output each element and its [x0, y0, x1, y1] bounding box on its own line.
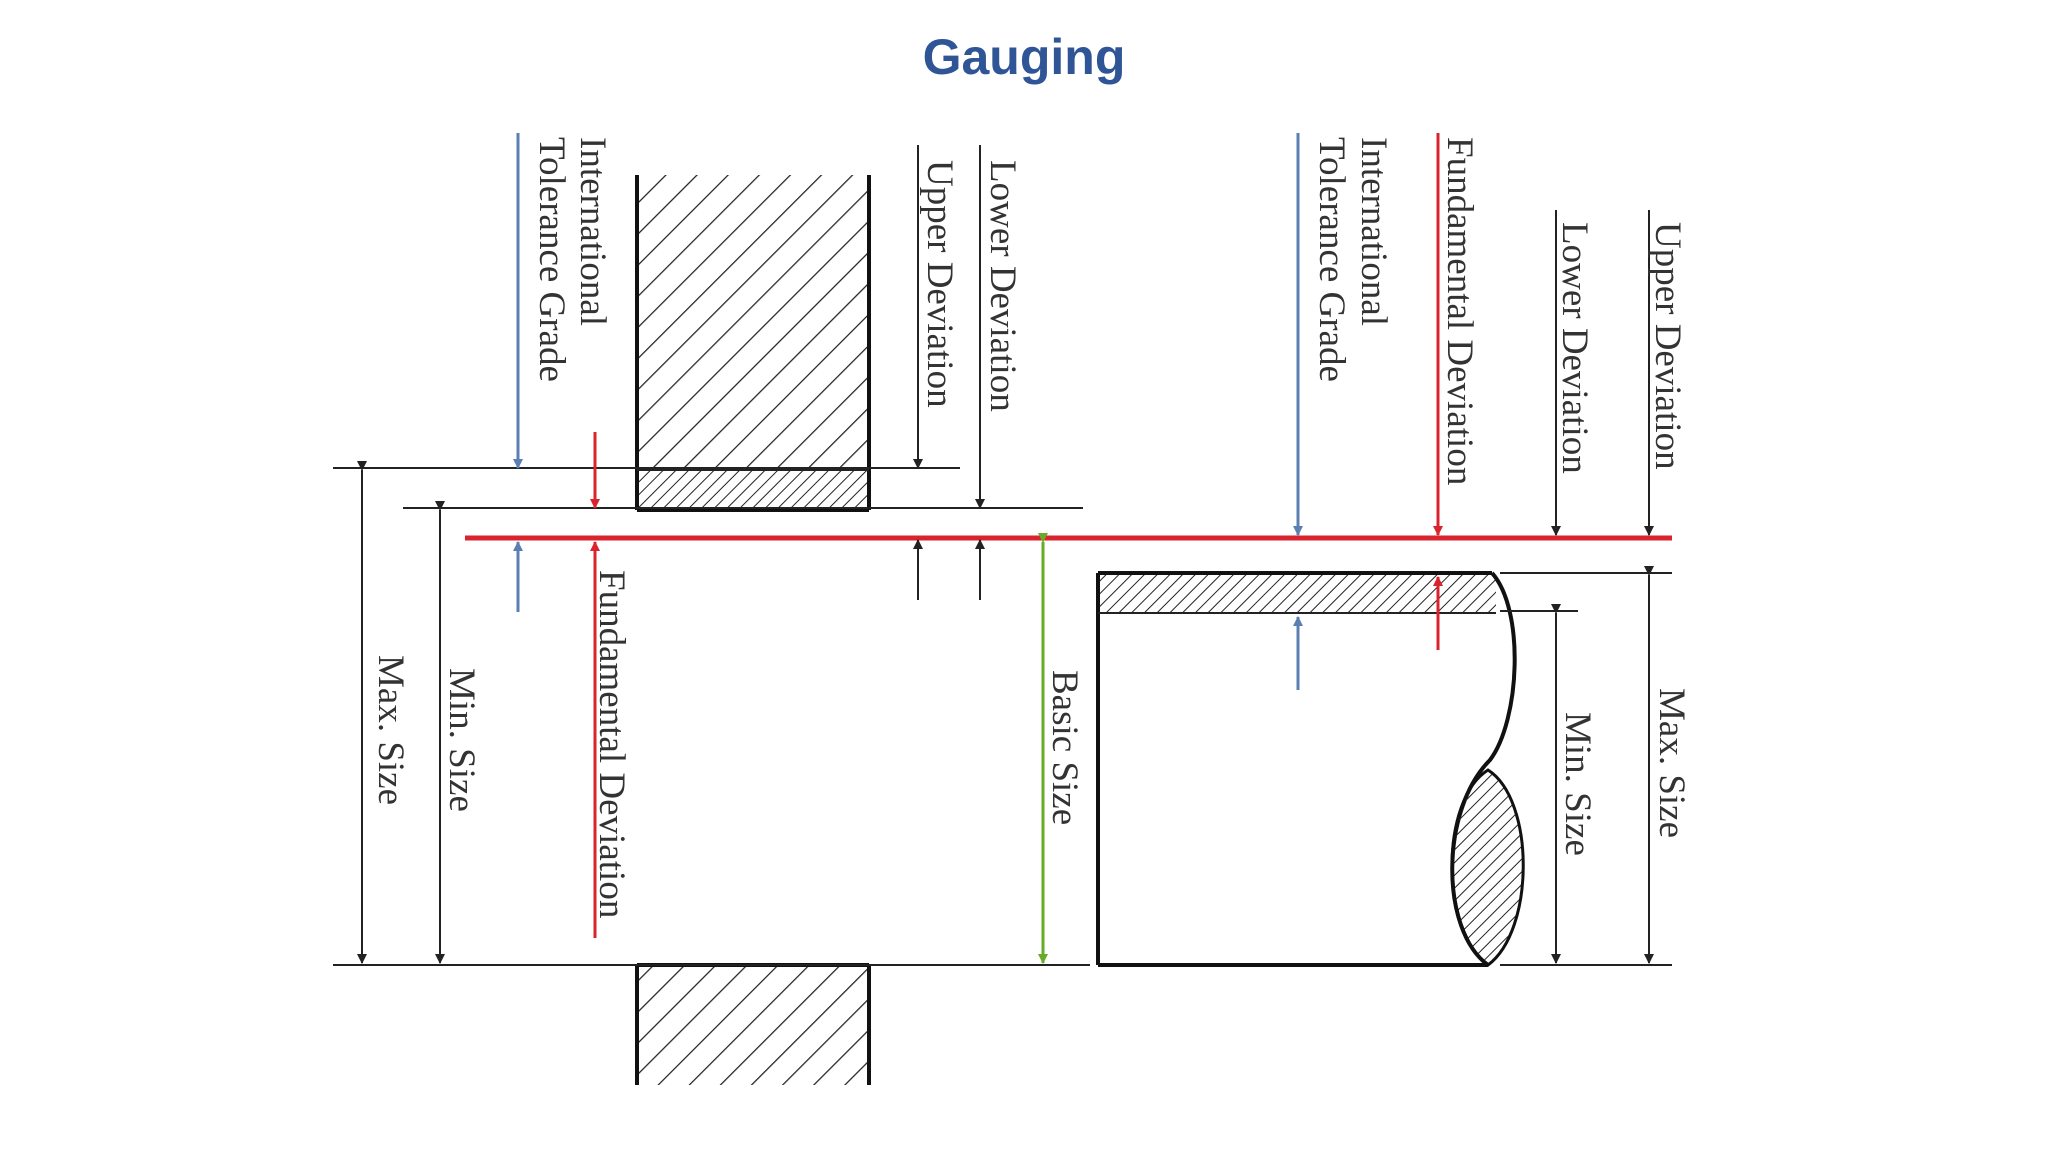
shaft-min-size-label: Min. Size: [1557, 712, 1598, 856]
shaft-body: [1096, 571, 1525, 967]
slide-title: Gauging: [922, 29, 1126, 85]
hole-upper-block: [635, 175, 871, 512]
shaft-itg-label-line1: International: [1353, 137, 1394, 326]
hole-itg-label-line2: Tolerance Grade: [531, 137, 572, 382]
shaft-max-size-label: Max. Size: [1651, 688, 1692, 838]
hole-itg-label-line1: International: [572, 137, 613, 326]
basic-size-label: Basic Size: [1044, 670, 1085, 825]
hole-lower-dev-label: Lower Deviation: [982, 160, 1023, 412]
hole-lower-block: [635, 963, 871, 1085]
shaft-lower-dev-label: Lower Deviation: [1554, 222, 1595, 474]
shaft-itg-label-line2: Tolerance Grade: [1311, 137, 1352, 382]
shaft-fund-dev-label: Fundamental Deviation: [1439, 137, 1480, 485]
hole-min-size-label: Min. Size: [441, 668, 482, 812]
hole-fund-dev-label: Fundamental Deviation: [591, 570, 632, 918]
shaft-upper-dev-label: Upper Deviation: [1647, 222, 1688, 470]
hole-upper-dev-label: Upper Deviation: [919, 160, 960, 408]
hole-max-size-label: Max. Size: [370, 655, 411, 805]
